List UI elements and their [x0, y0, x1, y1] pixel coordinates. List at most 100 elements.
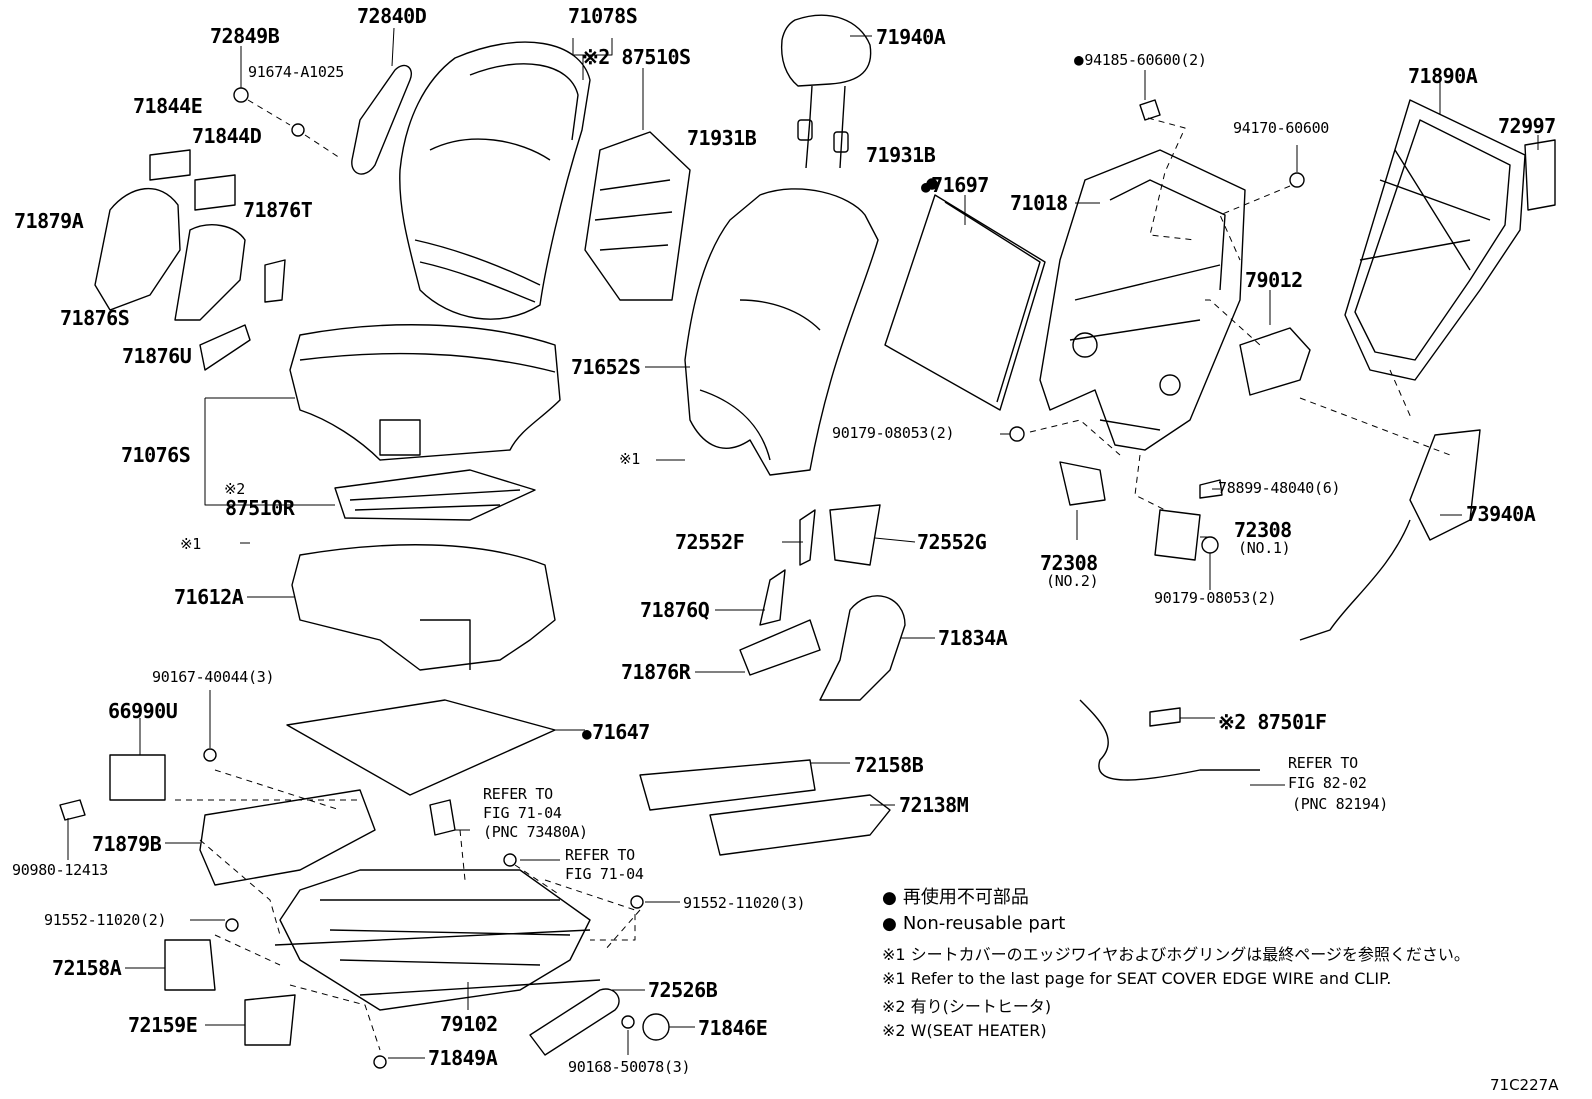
label-refer-fig71-a-line1: REFER TO	[483, 785, 553, 803]
label-71647: 71647	[582, 722, 650, 742]
drawing-id: 71C227A	[1490, 1076, 1559, 1094]
cap-72849B-shape	[233, 87, 249, 103]
cover-72159E-shape	[244, 994, 296, 1046]
note2-jp: ※2 有り(シートヒータ)	[882, 997, 1052, 1016]
note1-en: ※1 Refer to the last page for SEAT COVER…	[882, 969, 1392, 988]
label-note1-mark-left: ※1	[180, 535, 201, 553]
label-72840D: 72840D	[357, 4, 427, 28]
nut-94170-shape	[1289, 172, 1305, 188]
airbag-shape	[1409, 429, 1481, 541]
label-72308-no1-sub: (NO.1)	[1238, 539, 1291, 557]
label-90168-50078: 90168-50078(3)	[568, 1058, 691, 1076]
adjuster-no1-shape	[1154, 509, 1201, 561]
label-71879A: 71879A	[14, 209, 84, 233]
bracket-71844D-shape	[194, 174, 236, 211]
label-94185-60600: 94185-60600(2)	[1074, 52, 1207, 68]
label-71876U: 71876U	[122, 344, 192, 368]
seatback-frame-shape	[1039, 149, 1246, 451]
label-71876S: 71876S	[60, 306, 130, 330]
note1-jp: ※1 シートカバーのエッジワイヤおよびホグリングは最終ページを参照ください。	[882, 945, 1470, 964]
label-71076S: 71076S	[121, 443, 191, 467]
label-71876T: 71876T	[243, 198, 313, 222]
label-72158B: 72158B	[854, 753, 924, 777]
label-87510S: ※2 87510S	[582, 45, 691, 69]
cover-66990U-shape	[109, 754, 166, 801]
label-90980-12413: 90980-12413	[12, 861, 109, 879]
label-71846E: 71846E	[698, 1016, 768, 1040]
bracket-shape	[1239, 327, 1311, 396]
harness-shape	[1079, 699, 1260, 781]
label-72552G: 72552G	[917, 530, 987, 554]
label-71697: 71697	[921, 175, 989, 195]
cover-72552G-shape	[829, 504, 881, 566]
connector-87501F-shape	[1149, 707, 1181, 727]
legend-non-reusable-en: ●Non-reusable part	[882, 913, 1066, 934]
label-71890A: 71890A	[1408, 64, 1478, 88]
nut-90179b-shape	[1201, 536, 1219, 554]
bracket-71876R-shape	[739, 619, 821, 676]
label-refer-fig82-line3: (PNC 82194)	[1292, 795, 1389, 813]
label-73940A: 73940A	[1466, 502, 1536, 526]
back-heater-shape	[584, 131, 691, 301]
label-72308-no2: 72308	[1040, 551, 1098, 575]
label-90179-08053-lower: 90179-08053(2)	[1154, 589, 1277, 607]
armrest-shape	[351, 64, 412, 175]
label-78899-48040: 78899-48040(6)	[1218, 479, 1341, 497]
airbag-harness-shape	[1299, 519, 1411, 641]
bolt-91674-shape	[291, 123, 305, 137]
side-shield-shape	[199, 789, 376, 886]
back-board-shape	[1344, 99, 1526, 381]
cover-72158A-shape	[164, 939, 216, 991]
label-71844E: 71844E	[133, 94, 203, 118]
label-71844D: 71844D	[192, 124, 262, 148]
label-71876R: 71876R	[621, 660, 691, 684]
label-71612A: 71612A	[174, 585, 244, 609]
bolt-91552r-shape	[630, 895, 644, 909]
label-72552F: 72552F	[675, 530, 745, 554]
connector-fig71-shape	[429, 799, 456, 836]
label-refer-fig71-a-line3: (PNC 73480A)	[483, 823, 588, 841]
clip-71876T-shape	[264, 259, 286, 303]
label-91674-A1025: 91674-A1025	[248, 63, 345, 81]
knob-shape	[642, 1013, 670, 1041]
label-90167-40044: 90167-40044(3)	[152, 668, 275, 686]
label-refer-fig82-line2: FIG 82-02	[1288, 774, 1367, 792]
label-71849A: 71849A	[428, 1046, 498, 1070]
label-72158A: 72158A	[52, 956, 122, 980]
label-refer-fig82-line1: REFER TO	[1288, 754, 1358, 772]
cover-lower-shape	[709, 794, 891, 856]
label-91552-11020-right: 91552-11020(3)	[683, 894, 806, 912]
label-72849B: 72849B	[210, 24, 280, 48]
label-72159E: 72159E	[128, 1013, 198, 1037]
nut-94185-shape	[1139, 99, 1161, 121]
bolt-91552l-shape	[225, 918, 239, 932]
cover-upper-shape	[639, 759, 816, 811]
cover-72552F-shape	[799, 509, 816, 566]
label-71940A: 71940A	[876, 25, 946, 49]
label-note2-mark: ※2	[224, 480, 245, 498]
legend-non-reusable-jp: ●再使用不可部品	[882, 887, 1029, 908]
bolt-fig71-shape	[503, 853, 517, 867]
adjuster-no2-shape	[1059, 461, 1106, 506]
label-72308-no1: 72308	[1234, 518, 1292, 542]
nut-90179a-shape	[1009, 426, 1025, 442]
side-cover-shape	[94, 188, 246, 321]
label-66990U: 66990U	[108, 699, 178, 723]
trim-71876U-shape	[199, 324, 251, 371]
cushion-heater-shape	[334, 469, 536, 521]
label-79102: 79102	[440, 1012, 498, 1036]
seat-cushion-shape	[289, 324, 561, 461]
label-94170-60600: 94170-60600	[1233, 119, 1330, 137]
label-72308-no2-sub: (NO.2)	[1046, 572, 1099, 590]
bolt-90168-shape	[621, 1015, 635, 1029]
label-71879B: 71879B	[92, 832, 162, 856]
label-87510R: 87510R	[225, 496, 295, 520]
label-refer-fig71-b-line1: REFER TO	[565, 846, 635, 864]
note2-en: ※2 W(SEAT HEATER)	[882, 1021, 1047, 1040]
label-71652S: 71652S	[571, 355, 641, 379]
leader-lines	[67, 27, 1539, 1059]
dashed-lines	[175, 99, 1451, 1051]
cushion-cover-shape	[291, 544, 556, 671]
